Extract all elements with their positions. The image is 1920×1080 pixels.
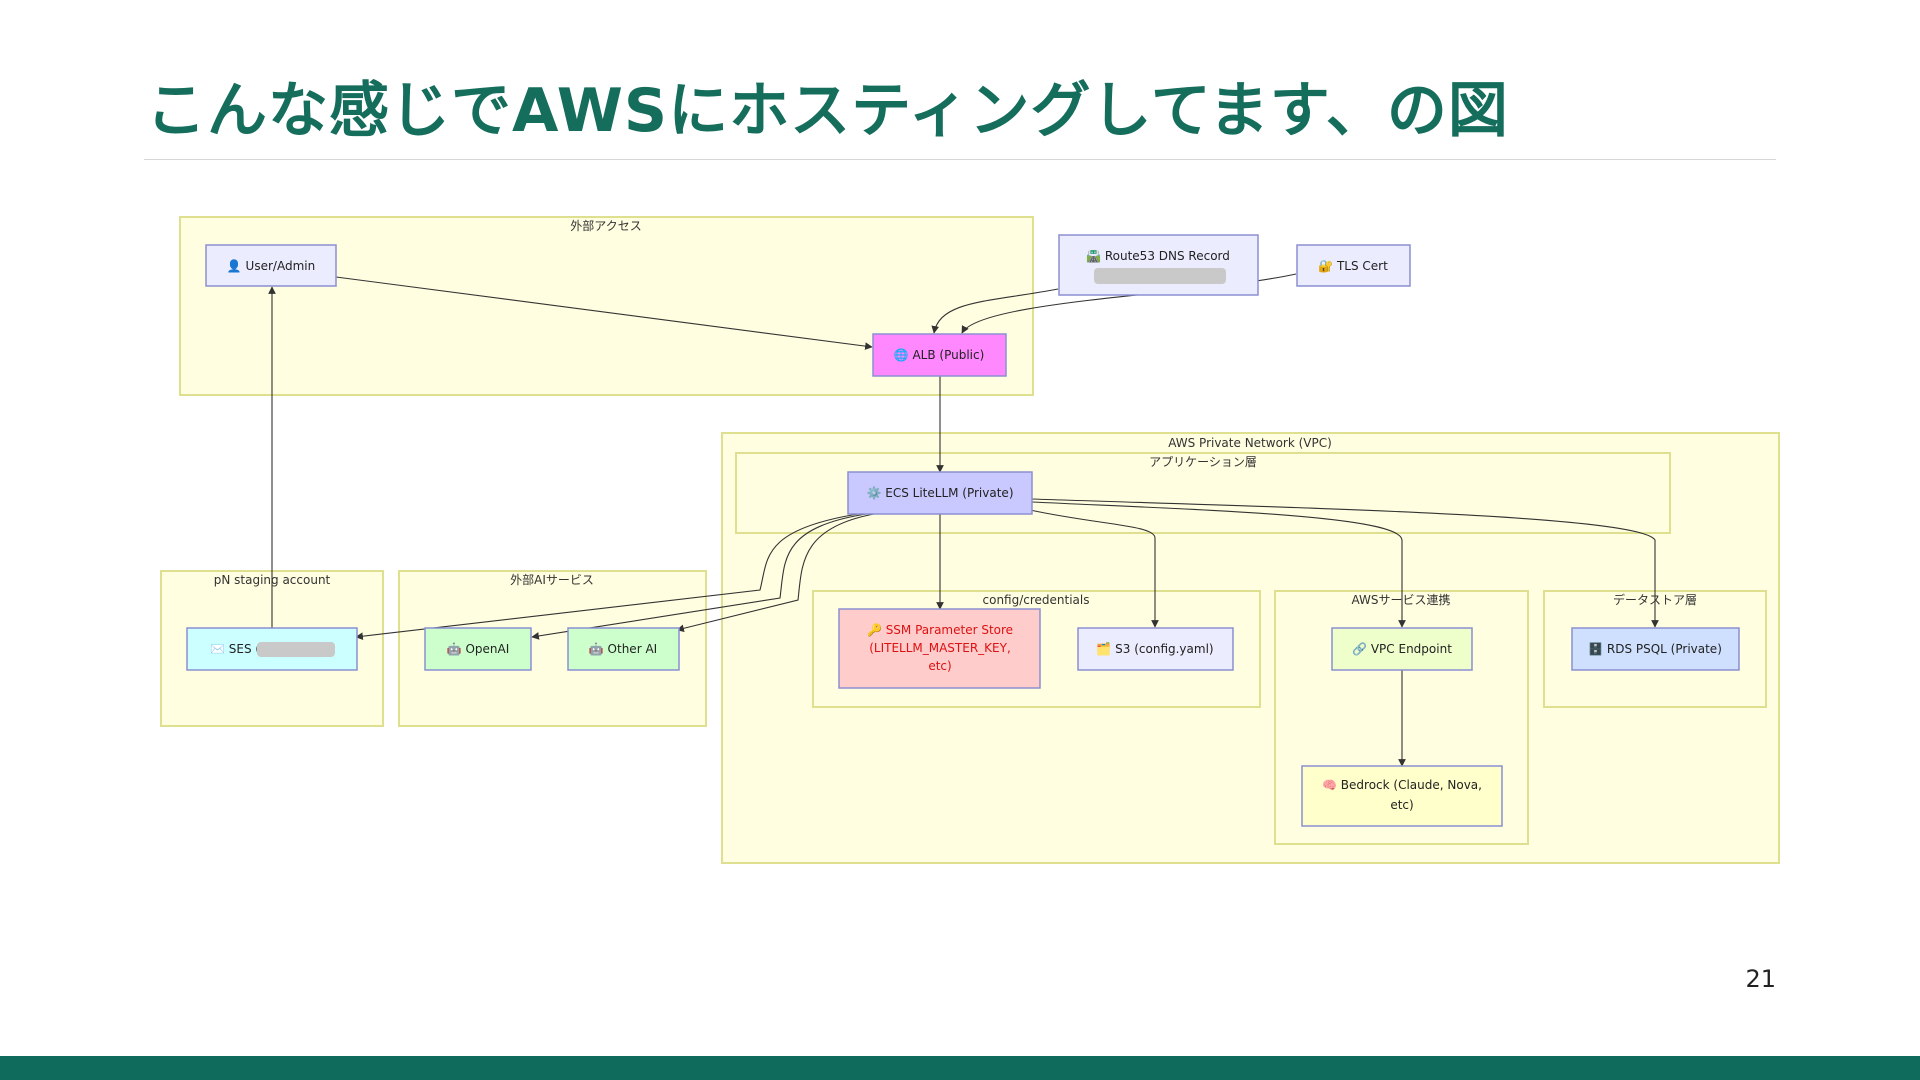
page-number: 21 (1745, 965, 1776, 993)
cluster-label-aws-integration: AWSサービス連携 (1351, 592, 1450, 607)
cluster-label-external-access: 外部アクセス (570, 218, 641, 233)
node-alb: 🌐 ALB (Public) (872, 333, 1007, 377)
node-openai: 🤖 OpenAI (424, 627, 532, 671)
svg-text:🗂️ S3 (config.yaml): 🗂️ S3 (config.yaml) (1096, 642, 1213, 656)
node-vpc-endpoint: 🔗 VPC Endpoint (1331, 627, 1473, 671)
slide-title: こんな感じでAWSにホスティングしてます、の図 (146, 76, 1509, 146)
svg-text:🛣️ Route53 DNS Record: 🛣️ Route53 DNS Record (1086, 249, 1230, 263)
cluster-label-config: config/credentials (983, 593, 1090, 607)
node-other-ai: 🤖 Other AI (567, 627, 680, 671)
svg-text:🔑 SSM Parameter Store: 🔑 SSM Parameter Store (867, 622, 1013, 637)
edges (268, 273, 1659, 767)
svg-text:etc): etc) (1390, 798, 1413, 812)
node-rds: 🗄️ RDS PSQL (Private) (1571, 627, 1740, 671)
footer-bar (0, 1056, 1920, 1080)
node-ecs: ⚙️ ECS LiteLLM (Private) (847, 471, 1033, 515)
svg-text:🧠 Bedrock (Claude, Nova,: 🧠 Bedrock (Claude, Nova, (1322, 778, 1482, 792)
edge-ecs-openai (531, 513, 867, 640)
redacted-dns-name (1094, 268, 1226, 284)
node-bedrock: 🧠 Bedrock (Claude, Nova, etc) (1301, 765, 1503, 827)
node-route53: 🛣️ Route53 DNS Record (1058, 234, 1259, 296)
svg-text:⚙️ ECS LiteLLM (Private): ⚙️ ECS LiteLLM (Private) (867, 486, 1014, 500)
svg-text:🗄️ RDS PSQL (Private): 🗄️ RDS PSQL (Private) (1588, 642, 1722, 656)
edge-route53-alb (931, 288, 1059, 334)
title-divider (144, 159, 1776, 160)
node-ssm: 🔑 SSM Parameter Store (LITELLM_MASTER_KE… (838, 608, 1041, 689)
node-tls-cert: 🔐 TLS Cert (1296, 244, 1411, 287)
cluster-label-app-layer: アプリケーション層 (1149, 455, 1257, 469)
svg-text:✉️ SES (: ✉️ SES ( (210, 642, 260, 656)
redacted-ses-domain (257, 642, 335, 657)
node-ses: ✉️ SES ( (186, 627, 358, 671)
edge-ecs-otherai (676, 513, 875, 633)
svg-text:etc): etc) (928, 659, 951, 673)
edge-ecs-vpc-endpoint (1031, 501, 1406, 628)
node-s3: 🗂️ S3 (config.yaml) (1077, 627, 1234, 671)
cluster-label-external-ai: 外部AIサービス (510, 572, 594, 587)
edge-user-alb (335, 276, 873, 350)
svg-text:(LITELLM_MASTER_KEY,: (LITELLM_MASTER_KEY, (869, 641, 1011, 655)
svg-text:👤 User/Admin: 👤 User/Admin (227, 259, 315, 273)
edge-ecs-s3 (1029, 509, 1159, 628)
edge-ecs-ses (355, 513, 859, 641)
svg-text:🔗 VPC Endpoint: 🔗 VPC Endpoint (1352, 641, 1452, 656)
svg-text:🤖 OpenAI: 🤖 OpenAI (447, 642, 510, 656)
cluster-label-vpc: AWS Private Network (VPC) (1168, 436, 1332, 450)
svg-text:🤖 Other AI: 🤖 Other AI (589, 642, 657, 656)
edge-ecs-rds (1031, 498, 1659, 628)
svg-text:🔐 TLS Cert: 🔐 TLS Cert (1318, 259, 1388, 273)
node-user-admin: 👤 User/Admin (205, 244, 337, 287)
svg-text:🌐 ALB (Public): 🌐 ALB (Public) (894, 348, 985, 362)
